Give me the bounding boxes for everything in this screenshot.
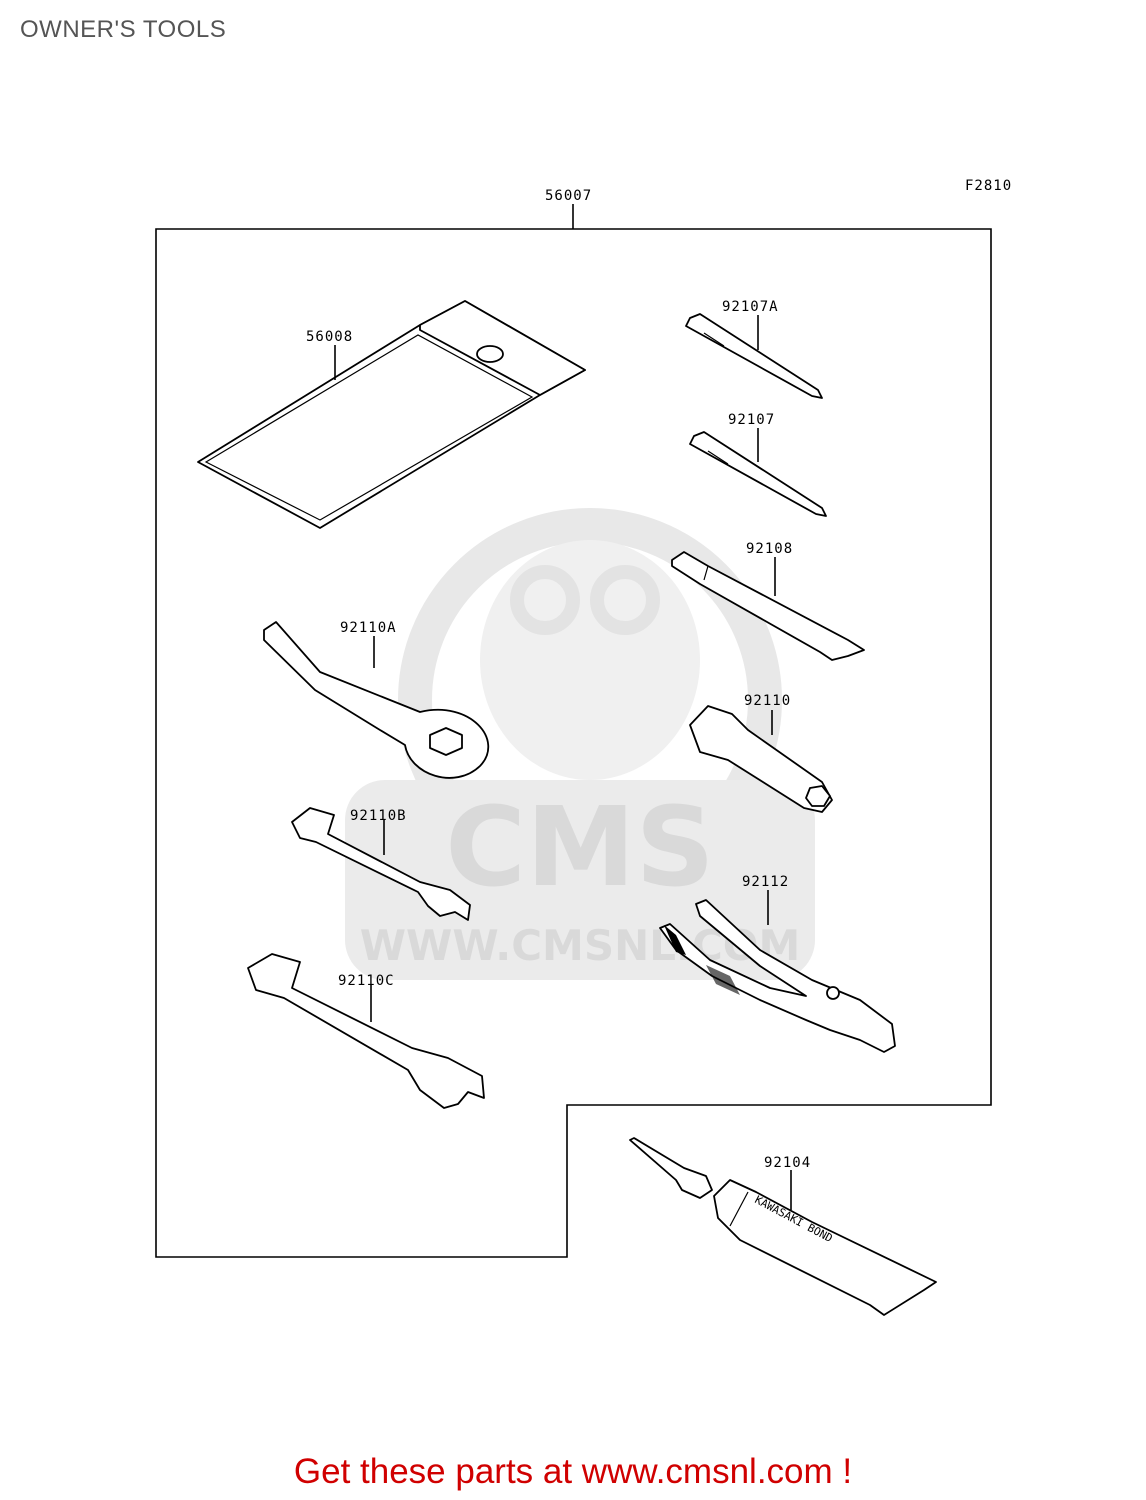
- watermark-logo-text: CMS: [445, 783, 714, 911]
- callout-92110: 92110: [744, 693, 791, 709]
- callout-56008: 56008: [306, 329, 353, 345]
- open-wrench-92110b[interactable]: 92110B: [291, 807, 471, 921]
- bond-tube-92104[interactable]: KAWASAKI BOND 92104: [629, 1137, 937, 1316]
- get-parts-link[interactable]: Get these parts at www.cmsnl.com !: [293, 1452, 853, 1491]
- callout-92110b: 92110B: [350, 808, 407, 824]
- box-wrench-92110a[interactable]: 92110A: [263, 620, 490, 779]
- spoke-wrench-92108[interactable]: 92108: [671, 541, 865, 661]
- callout-92110c: 92110C: [338, 973, 395, 989]
- cms-watermark-logo: CMS WWW.CMSNL.COM: [345, 508, 815, 980]
- pliers-92112[interactable]: 92112: [659, 874, 896, 1053]
- kit-outline: 56007: [155, 188, 992, 1258]
- tool-bag-56008[interactable]: 56008: [197, 300, 586, 529]
- callout-92112: 92112: [742, 874, 789, 890]
- callout-92107: 92107: [728, 412, 775, 428]
- callout-92108: 92108: [746, 541, 793, 557]
- callout-92107a: 92107A: [722, 299, 779, 315]
- callout-92110a: 92110A: [340, 620, 397, 636]
- open-wrench-92110c[interactable]: 92110C: [247, 953, 485, 1109]
- figure-code: F2810: [965, 178, 1012, 194]
- callout-92104: 92104: [764, 1155, 811, 1171]
- page-title: OWNER'S TOOLS: [20, 16, 227, 43]
- screwdriver-92107[interactable]: 92107: [689, 412, 827, 517]
- screwdriver-92107a[interactable]: 92107A: [685, 299, 823, 399]
- socket-wrench-92110[interactable]: 92110: [689, 693, 833, 813]
- callout-56007: 56007: [545, 188, 592, 204]
